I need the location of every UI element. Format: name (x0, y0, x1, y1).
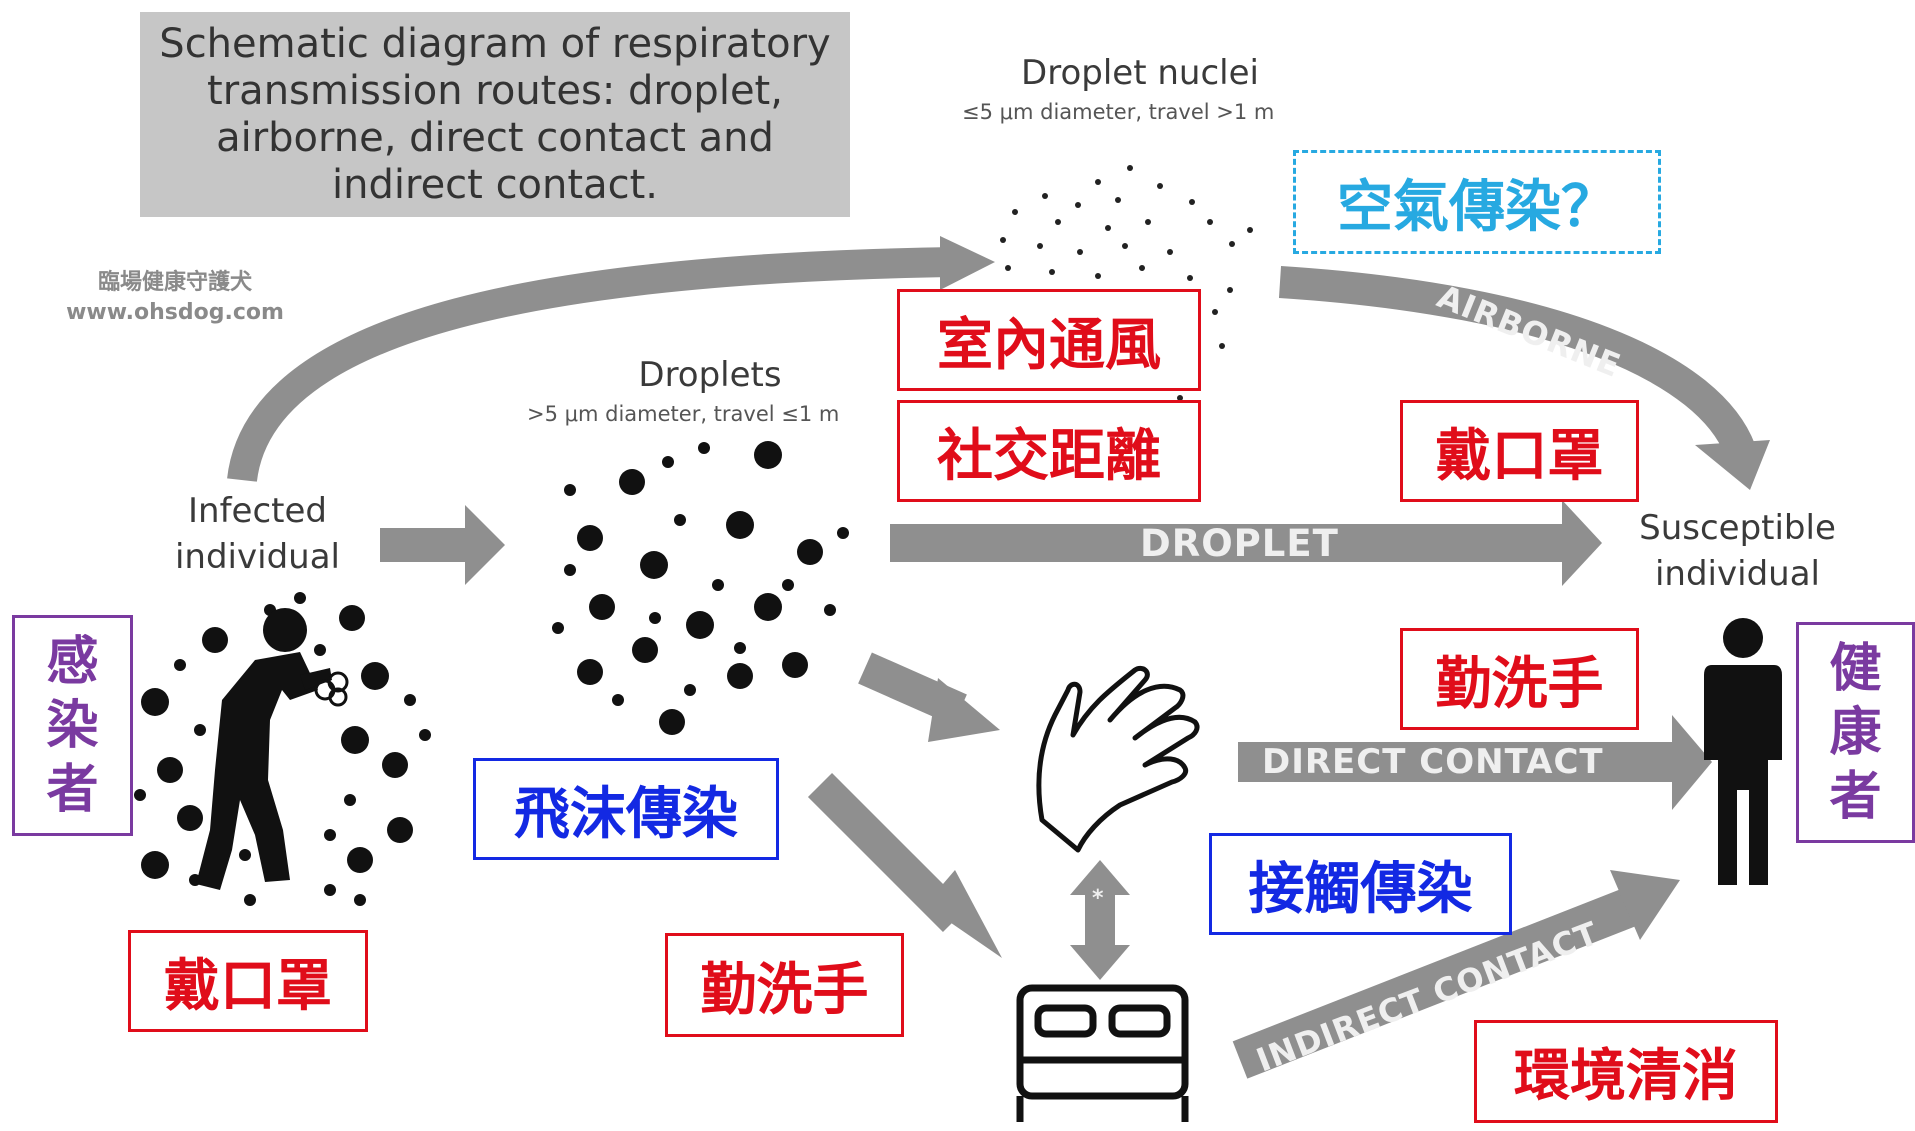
droplet-nuclei-label: Droplet nuclei (1021, 53, 1259, 93)
watermark-name: 臨場健康守護犬 (97, 270, 252, 295)
susceptible-person-figure (1704, 618, 1782, 885)
droplets-subtitle: >5 μm diameter, travel ≤1 m (527, 402, 840, 426)
droplets-to-hand-arrow-head (928, 678, 1000, 742)
infected-label-line: individual (174, 537, 340, 577)
indirect-contact-arrow-head (1610, 870, 1680, 940)
contact-transmission-box: 接觸傳染 (1209, 833, 1512, 935)
title-line: Schematic diagram of respiratory (159, 20, 831, 67)
handwash-box-bottom: 勤洗手 (665, 933, 904, 1037)
direct-contact-arrow-label: DIRECT CONTACT (1262, 742, 1604, 782)
droplet-arrow-head (1562, 500, 1602, 586)
hand-bed-arrow-body (1085, 890, 1115, 948)
infected-person-char: 染 (46, 695, 99, 756)
infected-label-line: Infected (188, 491, 327, 531)
hand-icon (1036, 665, 1200, 853)
indirect-contact-arrow (1232, 886, 1643, 1079)
droplet-nuclei-subtitle: ≤5 μm diameter, travel >1 m (962, 100, 1275, 124)
airborne-question-box: 空氣傳染？ (1293, 150, 1661, 254)
airborne-arrow-lower-head (1695, 440, 1770, 490)
airborne-arrow-lower (1278, 266, 1755, 457)
infected-individual-label: Infected individual (150, 488, 365, 580)
infected-cough-dots (134, 592, 431, 906)
watermark-url: www.ohsdog.com (66, 300, 284, 325)
bed-icon (1016, 984, 1189, 1122)
airborne-arrow-upper-head (940, 236, 995, 290)
healthy-person-box: 健 康 者 (1796, 622, 1915, 843)
direct-contact-arrow-head (1672, 715, 1712, 810)
title-line: airborne, direct contact and (216, 114, 774, 161)
droplet-arrow-label: DROPLET (1140, 522, 1339, 565)
handwash-box-right: 勤洗手 (1400, 628, 1639, 730)
droplet-nuclei-dots (1000, 165, 1253, 401)
droplets-dots (552, 441, 849, 735)
ventilation-box: 室內通風 (897, 289, 1201, 391)
infected-person-char: 者 (46, 759, 99, 820)
fomite-mark: * (1092, 886, 1104, 911)
diagram-title: Schematic diagram of respiratory transmi… (140, 12, 850, 217)
droplets-to-bed-arrow-head (925, 870, 1002, 958)
infected-person-box: 感 染 者 (12, 615, 133, 836)
infected-person-figure (196, 608, 332, 890)
mask-box-right: 戴口罩 (1400, 400, 1639, 502)
droplet-arrow-body (890, 524, 1570, 562)
title-line: indirect contact. (332, 161, 658, 208)
cough-cloud-icon (314, 671, 349, 707)
hand-bed-arrow-head-up (1070, 860, 1130, 895)
infected-to-droplets-arrow-head (465, 505, 505, 585)
infected-person-char: 感 (46, 631, 99, 692)
healthy-person-char: 康 (1829, 702, 1882, 763)
droplet-transmission-box: 飛沫傳染 (473, 758, 779, 860)
susceptible-individual-label: Susceptible individual (1605, 505, 1870, 597)
healthy-person-char: 健 (1829, 638, 1882, 699)
droplets-label: Droplets (638, 355, 782, 395)
mask-box-left: 戴口罩 (128, 930, 368, 1032)
social-distance-box: 社交距離 (897, 400, 1201, 502)
susceptible-label-line: individual (1654, 554, 1820, 594)
airborne-arrow-upper (227, 247, 956, 483)
healthy-person-char: 者 (1829, 766, 1882, 827)
infected-to-droplets-arrow-body (380, 528, 470, 562)
direct-contact-arrow-body (1238, 742, 1678, 782)
title-line: transmission routes: droplet, (207, 67, 783, 114)
disinfection-box: 環境清消 (1474, 1020, 1778, 1123)
hand-bed-arrow-head-down (1070, 945, 1130, 980)
susceptible-label-line: Susceptible (1639, 508, 1836, 548)
